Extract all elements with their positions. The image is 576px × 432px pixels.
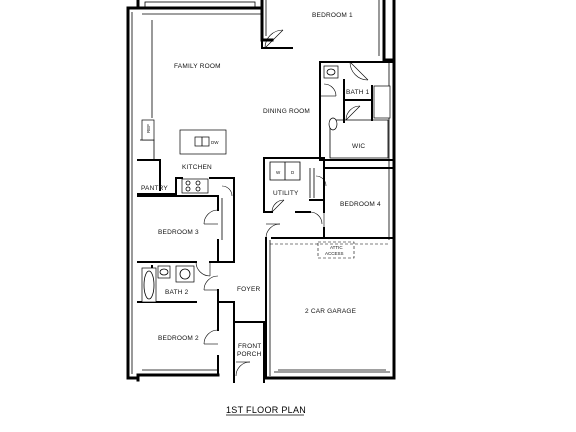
label-dw: DW	[211, 140, 219, 145]
plan-title: 1ST FLOOR PLAN	[226, 405, 306, 415]
label-dryer: D	[291, 170, 295, 175]
label-bedroom-4: BEDROOM 4	[340, 201, 381, 208]
label-pantry: PANTRY	[141, 185, 168, 192]
label-bath-1: BATH 1	[346, 89, 370, 96]
fixture-labels: REF DW W D	[146, 124, 295, 175]
label-bath-2: BATH 2	[165, 289, 189, 296]
label-foyer: FOYER	[237, 286, 260, 293]
label-washer: W	[276, 170, 281, 175]
fixtures	[141, 65, 391, 303]
label-wic: WIC	[352, 143, 365, 150]
label-attic-access-2: ACCESS	[325, 251, 344, 256]
label-bedroom-3: BEDROOM 3	[158, 229, 199, 236]
label-kitchen: KITCHEN	[182, 164, 212, 171]
label-front-porch-1: FRONT	[238, 343, 261, 350]
label-bedroom-2: BEDROOM 2	[158, 335, 199, 342]
room-labels: BEDROOM 1 FAMILY ROOM BATH 1 DINING ROOM…	[141, 12, 381, 358]
label-attic-access-1: ATTIC	[330, 245, 343, 250]
label-utility: UTILITY	[273, 190, 299, 197]
doors	[195, 29, 369, 377]
label-family-room: FAMILY ROOM	[174, 63, 221, 70]
exterior-walls	[126, 0, 396, 382]
label-front-porch-2: PORCH	[237, 351, 262, 358]
label-ref: REF	[146, 124, 151, 133]
label-dining-room: DINING ROOM	[263, 108, 310, 115]
label-garage: 2 CAR GARAGE	[305, 308, 357, 315]
label-bedroom-1: BEDROOM 1	[312, 12, 353, 19]
